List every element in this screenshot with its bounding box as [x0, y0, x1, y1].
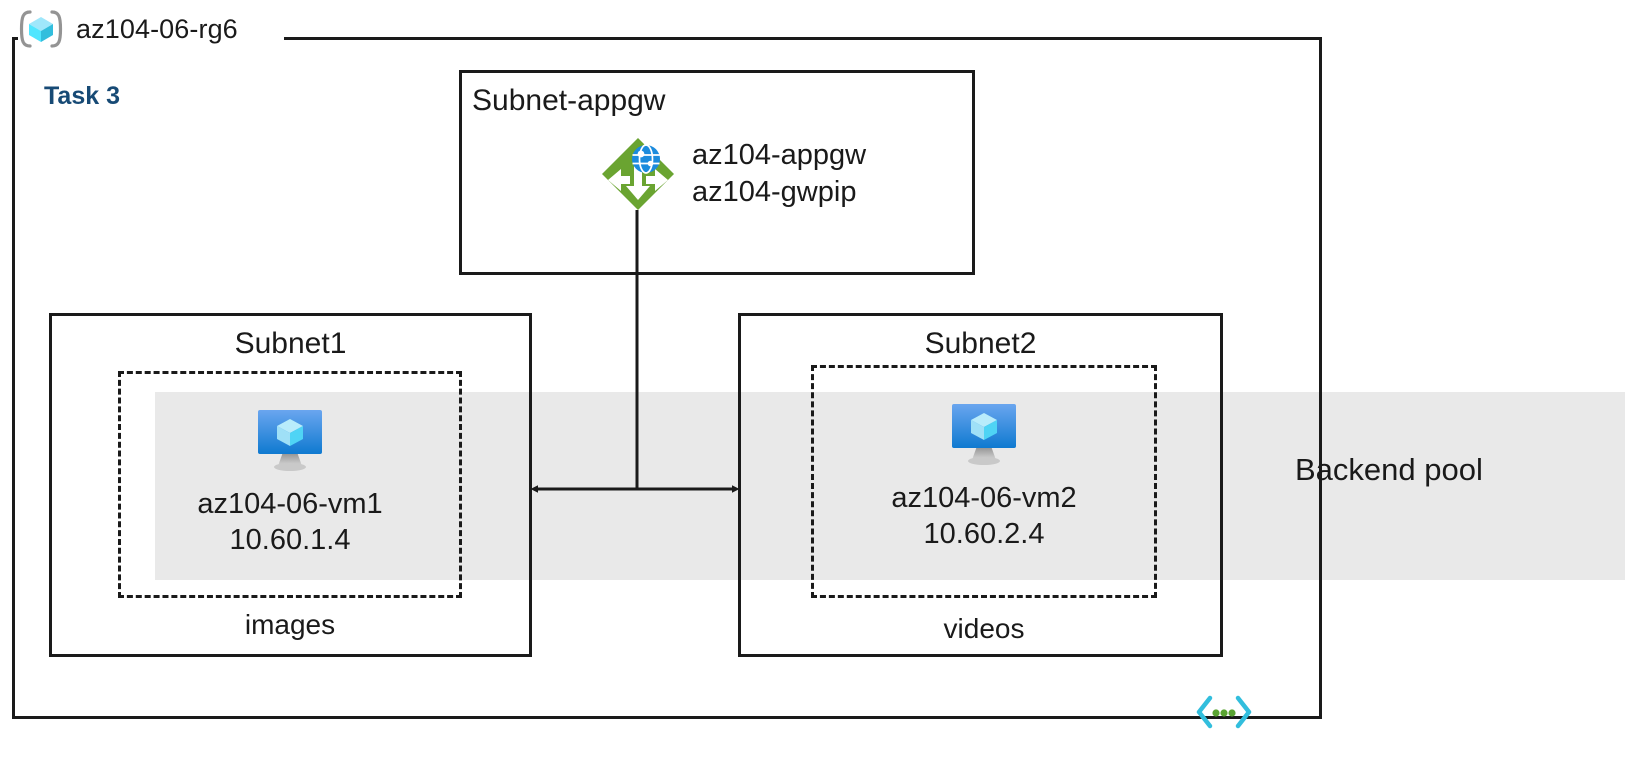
subnet1-vm-dashed-border — [118, 371, 462, 598]
resource-group-header: az104-06-rg6 — [18, 5, 238, 53]
task-label: Task 3 — [44, 82, 120, 110]
vm1-node: az104-06-vm1 10.60.1.4 — [118, 404, 462, 559]
application-gateway-labels: az104-appgw az104-gwpip — [692, 137, 866, 211]
subnet-appgw-title: Subnet-appgw — [472, 84, 666, 117]
vm1-ip: 10.60.1.4 — [229, 524, 351, 557]
virtual-network-icon — [1196, 694, 1252, 730]
virtual-machine-icon — [947, 398, 1021, 470]
vm2-name: az104-06-vm2 — [891, 482, 1077, 514]
resource-group-icon — [18, 9, 64, 49]
application-gateway-icon — [598, 134, 678, 214]
virtual-machine-icon — [253, 404, 327, 476]
resource-group-name: az104-06-rg6 — [76, 13, 238, 44]
application-gateway-node: az104-appgw az104-gwpip — [598, 134, 866, 214]
subnet1-title: Subnet1 — [234, 327, 347, 360]
subnet-appgw-box — [459, 70, 975, 275]
subnet2-title: Subnet2 — [924, 327, 1037, 360]
appgw-name-line-1: az104-appgw — [692, 138, 867, 171]
vm2-ip: 10.60.2.4 — [923, 518, 1045, 551]
resource-group-frame — [12, 37, 1322, 719]
resource-group-title-gap — [18, 24, 284, 50]
vm2-node: az104-06-vm2 10.60.2.4 — [811, 398, 1157, 553]
subnet2-storage-label: videos — [943, 613, 1025, 644]
backend-pool-label: Backend pool — [1295, 452, 1483, 487]
subnet1-box — [49, 313, 532, 657]
subnet2-box — [738, 313, 1223, 657]
vm1-name: az104-06-vm1 — [197, 488, 383, 520]
subnet1-storage-label: images — [244, 609, 336, 640]
subnet2-vm-dashed-border — [811, 365, 1157, 598]
appgw-name-line-2: az104-gwpip — [692, 176, 857, 208]
backend-pool-band — [155, 392, 1625, 580]
